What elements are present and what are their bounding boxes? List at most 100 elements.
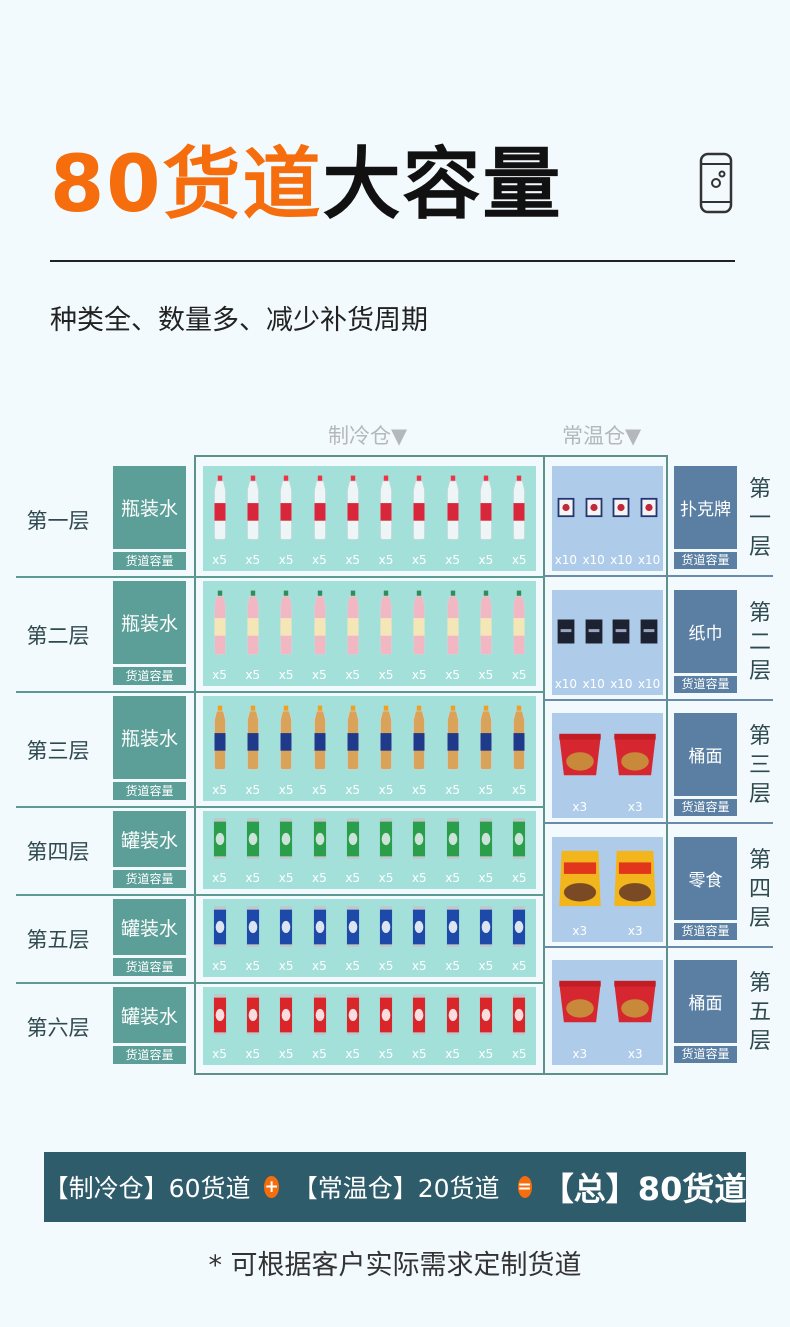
row-divider (16, 691, 545, 693)
lane-count: x5 (212, 959, 227, 973)
lane-count: x10 (637, 553, 661, 567)
product-item (275, 468, 297, 547)
floor-label: 第六层 (26, 1016, 90, 1040)
row-divider (16, 894, 545, 896)
ambient-shelf (552, 466, 663, 571)
floor-label: 第一层 (26, 508, 90, 533)
lane-count: x5 (278, 783, 294, 797)
product-item (554, 594, 578, 669)
lane-count: x3 (572, 924, 588, 938)
lane-capacity-label: 货道容量 (674, 923, 737, 940)
lane-count: x5 (245, 668, 261, 682)
product-item (442, 583, 464, 662)
lane-count: x5 (345, 668, 361, 682)
floor-label: 第三层 (26, 738, 90, 763)
floor-label: 第二层 (26, 623, 90, 648)
category-label: 罐装水 (113, 899, 186, 955)
lane-count: x5 (278, 1047, 294, 1061)
product-item (342, 989, 364, 1041)
product-item (475, 989, 497, 1041)
product-item (275, 698, 297, 777)
lane-count: x5 (511, 959, 527, 973)
product-item (342, 813, 364, 865)
product-item (242, 901, 264, 953)
floor-label: 第二层 (748, 600, 771, 684)
lane-count: x5 (478, 783, 494, 797)
product-item (242, 813, 264, 865)
product-item (375, 989, 397, 1041)
product-item (209, 901, 231, 953)
floor-label: 第五层 (26, 928, 90, 952)
lane-count: x5 (511, 668, 527, 682)
product-item (612, 717, 658, 792)
lane-count: x5 (445, 1047, 460, 1061)
custom-note: * 可根据客户实际需求定制货道 (208, 1250, 582, 1281)
product-item (309, 901, 331, 953)
lane-capacity-label: 货道容量 (674, 799, 737, 816)
product-item (508, 901, 530, 953)
category-label: 纸巾 (674, 590, 737, 673)
row-divider (545, 575, 773, 577)
category-label: 罐装水 (113, 811, 186, 867)
row-divider (16, 576, 545, 578)
lane-count: x3 (627, 924, 643, 938)
product-item (508, 989, 530, 1041)
lane-count: x5 (511, 1047, 527, 1061)
product-item (637, 470, 661, 545)
lane-count: x5 (378, 783, 394, 797)
lane-count: x3 (627, 800, 643, 814)
lane-count: x5 (245, 959, 261, 973)
lane-count: x5 (378, 553, 394, 567)
product-item (637, 594, 661, 669)
product-item (475, 901, 497, 953)
lane-count: x5 (445, 959, 460, 973)
lane-count: x3 (572, 1047, 588, 1061)
product-item (508, 698, 530, 777)
product-item (375, 901, 397, 953)
title-divider (50, 260, 735, 262)
lane-count: x5 (411, 783, 427, 797)
product-item (508, 583, 530, 662)
floor-label: 第四层 (26, 840, 90, 864)
lane-count: x3 (627, 1047, 643, 1061)
lane-count: x5 (345, 553, 361, 567)
lane-count: x5 (411, 668, 427, 682)
lane-count: x5 (378, 668, 394, 682)
lane-count: x5 (245, 871, 261, 885)
ambient-section-label: 常温仓▼ (562, 424, 642, 448)
lane-count: x5 (278, 668, 294, 682)
lane-count: x10 (582, 677, 605, 691)
row-divider (545, 699, 773, 701)
category-label: 罐装水 (113, 987, 186, 1043)
product-item (442, 468, 464, 547)
product-item (475, 698, 497, 777)
lane-count: x10 (637, 677, 661, 691)
floor-label: 第五层 (748, 970, 771, 1054)
product-item (375, 468, 397, 547)
lane-count: x5 (378, 871, 394, 885)
lane-count: x5 (212, 871, 227, 885)
lane-count: x5 (278, 959, 294, 973)
row-divider (545, 946, 773, 948)
product-item (408, 468, 430, 547)
product-item (209, 989, 231, 1041)
grand-total: 【总】80货道 (541, 1170, 747, 1208)
product-item (475, 813, 497, 865)
lane-count: x5 (411, 553, 427, 567)
product-item (442, 698, 464, 777)
product-item (242, 989, 264, 1041)
lane-count: x5 (478, 668, 494, 682)
lane-count: x10 (554, 677, 578, 691)
category-label: 扑克牌 (674, 466, 737, 549)
ambient-total: 【常温仓】20货道 (292, 1174, 500, 1203)
lane-count: x5 (411, 959, 427, 973)
title-rest: 大容量 (322, 140, 563, 230)
lane-count: x5 (312, 668, 327, 682)
lane-count: x10 (610, 553, 633, 567)
product-item (275, 583, 297, 662)
product-item (342, 583, 364, 662)
category-label: 零食 (674, 837, 737, 920)
lane-count: x5 (511, 871, 527, 885)
lane-count: x5 (411, 1047, 427, 1061)
lane-count: x5 (478, 959, 494, 973)
